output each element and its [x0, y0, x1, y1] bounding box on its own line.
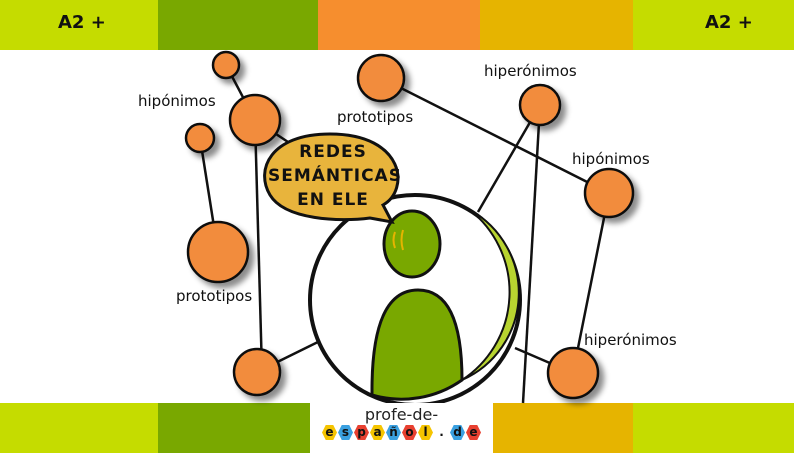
node	[583, 167, 635, 219]
nodes	[184, 50, 635, 400]
label-hiperonimos: hiperónimos	[584, 331, 677, 349]
node	[546, 346, 600, 400]
label-hiponimos: hipónimos	[138, 92, 216, 110]
node	[184, 122, 216, 154]
label-hiponimos: hipónimos	[572, 150, 650, 168]
node	[211, 50, 241, 80]
label-hiperonimos: hiperónimos	[484, 62, 577, 80]
level-badge-left: A2 +	[58, 12, 106, 33]
level-badge-right: A2 +	[705, 12, 753, 33]
profe-de-espanol-logo: profe-de- e s p a ñ o l . d e	[310, 403, 493, 453]
node	[518, 83, 562, 127]
node	[186, 220, 250, 284]
top-color-bar	[0, 0, 794, 50]
node	[356, 53, 406, 103]
node	[228, 93, 282, 147]
node	[232, 347, 282, 397]
label-prototipos: prototipos	[337, 108, 414, 126]
speech-bubble	[263, 132, 400, 225]
label-prototipos: prototipos	[176, 287, 253, 305]
person-icon	[308, 193, 522, 407]
